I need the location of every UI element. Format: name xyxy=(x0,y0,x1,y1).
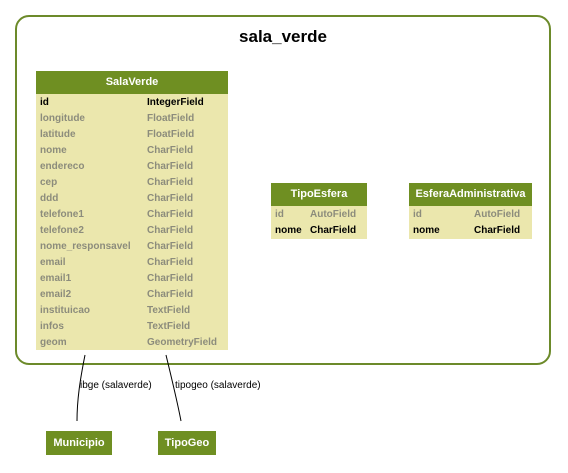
field-name: cep xyxy=(40,177,58,188)
field-row: id IntegerField xyxy=(36,95,228,111)
field-type: CharField xyxy=(147,193,194,204)
field-row: longitude FloatField xyxy=(36,111,228,127)
field-type: CharField xyxy=(147,257,194,268)
field-row: ddd CharField xyxy=(36,191,228,207)
field-type: CharField xyxy=(147,161,194,172)
field-name: id xyxy=(275,209,284,220)
field-name: telefone2 xyxy=(40,225,84,236)
field-type: FloatField xyxy=(147,129,195,140)
field-name: longitude xyxy=(40,113,85,124)
model-esferaadministrativa-fields: id AutoField nome CharField xyxy=(409,206,532,239)
field-type: CharField xyxy=(147,209,194,220)
field-row: email CharField xyxy=(36,255,228,271)
field-name: nome xyxy=(275,225,302,236)
field-type: AutoField xyxy=(310,209,357,220)
field-row: email1 CharField xyxy=(36,271,228,287)
field-type: CharField xyxy=(147,241,194,252)
field-name: nome xyxy=(40,145,67,156)
field-row: nome CharField xyxy=(409,223,532,239)
field-type: CharField xyxy=(147,145,194,156)
model-tipoesfera-header: TipoEsfera xyxy=(271,183,367,206)
field-type: FloatField xyxy=(147,113,195,124)
model-municipio-title: Municipio xyxy=(53,437,105,449)
field-type: CharField xyxy=(147,273,194,284)
field-name: id xyxy=(40,97,49,108)
field-row: id AutoField xyxy=(409,207,532,223)
model-tipogeo: TipoGeo xyxy=(158,431,216,455)
model-tipogeo-title: TipoGeo xyxy=(164,437,210,449)
field-name: email2 xyxy=(40,289,72,300)
field-name: infos xyxy=(40,321,64,332)
field-row: nome CharField xyxy=(36,143,228,159)
field-row: infos TextField xyxy=(36,319,228,335)
field-name: ddd xyxy=(40,193,59,204)
edge-tipogeo-label: tipogeo (salaverde) xyxy=(175,380,261,391)
field-name: email1 xyxy=(40,273,72,284)
field-row: endereco CharField xyxy=(36,159,228,175)
field-type: CharField xyxy=(310,225,357,236)
edge-ibge-label: ibge (salaverde) xyxy=(80,380,152,391)
field-row: email2 CharField xyxy=(36,287,228,303)
field-name: geom xyxy=(40,337,67,348)
model-municipio: Municipio xyxy=(46,431,112,455)
field-name: telefone1 xyxy=(40,209,84,220)
field-row: telefone2 CharField xyxy=(36,223,228,239)
field-name: email xyxy=(40,257,66,268)
edge-ibge xyxy=(76,354,86,422)
field-type: TextField xyxy=(147,305,191,316)
model-esferaadministrativa-header: EsferaAdministrativa xyxy=(409,183,532,206)
field-name: id xyxy=(413,209,422,220)
model-esferaadministrativa: EsferaAdministrativa id AutoField nome Char… xyxy=(409,183,532,239)
field-row: geom GeometryField xyxy=(36,335,228,351)
model-esferaadministrativa-title: EsferaAdministrativa xyxy=(415,188,526,200)
field-row: instituicao TextField xyxy=(36,303,228,319)
field-type: CharField xyxy=(147,177,194,188)
field-type: CharField xyxy=(147,289,194,300)
field-row: nome CharField xyxy=(271,223,367,239)
field-row: nome_responsavel CharField xyxy=(36,239,228,255)
field-name: instituicao xyxy=(40,305,91,316)
field-row: telefone1 CharField xyxy=(36,207,228,223)
model-salaverde-title: SalaVerde xyxy=(105,76,159,88)
field-type: CharField xyxy=(147,225,194,236)
field-type: TextField xyxy=(147,321,191,332)
app-cluster-sala-verde: sala_verde xyxy=(15,15,551,365)
cluster-title: sala_verde xyxy=(239,27,327,46)
model-tipoesfera-title: TipoEsfera xyxy=(290,188,348,200)
field-row: latitude FloatField xyxy=(36,127,228,143)
field-row: id AutoField xyxy=(271,207,367,223)
model-salaverde-header: SalaVerde xyxy=(36,71,228,94)
field-type: CharField xyxy=(474,225,521,236)
field-name: nome_responsavel xyxy=(40,241,131,252)
field-row: cep CharField xyxy=(36,175,228,191)
field-name: endereco xyxy=(40,161,85,172)
field-name: latitude xyxy=(40,129,76,140)
field-type: IntegerField xyxy=(147,97,204,108)
edge-tipogeo xyxy=(165,354,182,422)
field-name: nome xyxy=(413,225,440,236)
field-type: AutoField xyxy=(474,209,521,220)
field-type: GeometryField xyxy=(147,337,218,348)
model-tipoesfera-fields: id AutoField nome CharField xyxy=(271,206,367,239)
model-tipoesfera: TipoEsfera id AutoField nome CharField xyxy=(271,183,367,239)
